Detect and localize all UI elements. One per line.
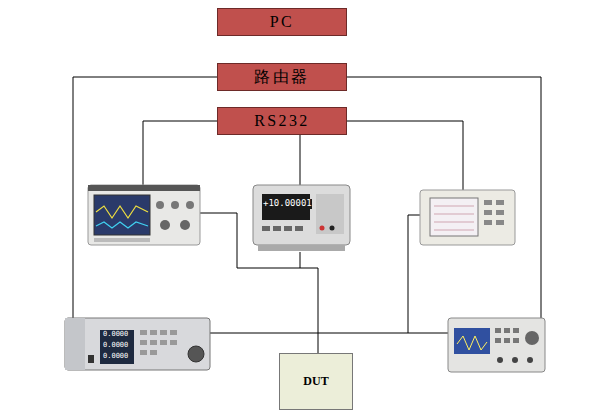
- analyzer: [420, 190, 515, 245]
- wire: [347, 121, 463, 190]
- function-generator: [448, 318, 545, 372]
- oscilloscope: [88, 185, 200, 245]
- meter-reading: +10.00001: [263, 199, 312, 209]
- supply-reading: 0.0000: [103, 353, 128, 361]
- labelled-box: 路由器: [217, 63, 347, 91]
- supply-reading: 0.0000: [103, 342, 128, 350]
- wire: [73, 77, 217, 318]
- labelled-box: RS232: [217, 107, 347, 135]
- supply-reading: 0.0000: [103, 331, 128, 339]
- labelled-box: DUT: [279, 353, 353, 410]
- box-label: 路由器: [254, 67, 309, 88]
- wire: [300, 252, 301, 268]
- multimeter: [253, 185, 350, 251]
- wire: [143, 121, 217, 186]
- labelled-box: PC: [217, 8, 347, 36]
- wire: [210, 333, 448, 334]
- box-label: PC: [270, 13, 294, 31]
- box-label: DUT: [303, 374, 328, 389]
- wire: [300, 135, 301, 186]
- wires: [73, 77, 541, 353]
- box-label: RS232: [254, 112, 310, 130]
- wire: [347, 77, 541, 318]
- wire: [408, 215, 420, 333]
- power-supply: [65, 318, 210, 370]
